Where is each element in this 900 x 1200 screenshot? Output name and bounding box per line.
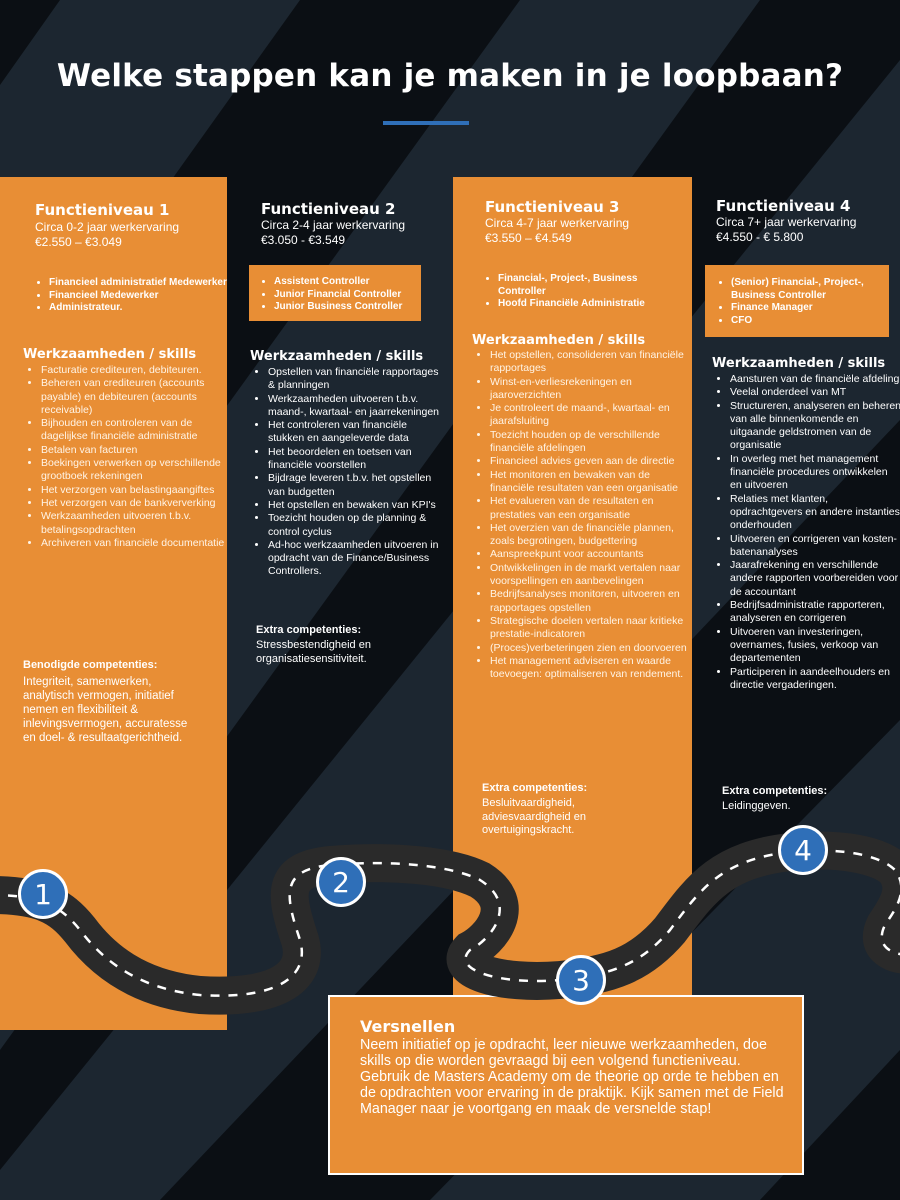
step-marker-1: 1 (18, 869, 68, 919)
list-item: Archiveren van financiële documentatie (41, 537, 231, 550)
level-1-skills-heading: Werkzaamheden / skills (23, 347, 197, 362)
list-item: CFO (731, 315, 900, 328)
list-item: Finance Manager (731, 302, 900, 315)
list-item: Ad-hoc werkzaamheden uitvoeren in opdrac… (268, 539, 440, 579)
level-4-skills: Aansturen van de financiële afdeling Vee… (712, 373, 900, 692)
title-underline (383, 121, 469, 125)
level-2-extra-text: Stressbestendigheid en organisatiesensit… (256, 639, 371, 665)
list-item: Opstellen van financiële rapportages & p… (268, 366, 440, 393)
list-item: Betalen van facturen (41, 444, 231, 457)
list-item: Toezicht houden op de verschillende fina… (490, 429, 690, 456)
level-1-extra-heading: Benodigde competenties: (23, 659, 158, 671)
list-item: Financieel administratief Medewerker (49, 277, 234, 290)
list-item: Assistent Controller (274, 276, 444, 289)
list-item: Financieel Medewerker (49, 290, 234, 303)
list-item: Het evalueren van de resultaten en prest… (490, 495, 690, 522)
list-item: Toezicht houden op de planning & control… (268, 512, 440, 539)
list-item: Boekingen verwerken op verschillende gro… (41, 457, 231, 484)
list-item: Aanspreekpunt voor accountants (490, 548, 690, 561)
level-3-skills: Het opstellen, consolideren van financië… (472, 349, 690, 681)
level-3-title: Functieniveau 3 (485, 198, 620, 216)
level-3-skills-heading: Werkzaamheden / skills (472, 333, 646, 348)
step-marker-4: 4 (778, 825, 828, 875)
list-item: (Proces)verbeteringen zien en doorvoeren (490, 642, 690, 655)
level-4-extra-heading: Extra competenties: (722, 785, 828, 797)
versnellen-box (328, 995, 804, 1175)
level-3-extra-heading: Extra competenties: (482, 782, 588, 794)
list-item: Bedrijfsanalyses monitoren, uitvoeren en… (490, 588, 690, 615)
level-3-extra-text: Besluitvaardigheid, adviesvaardigheid en… (482, 797, 586, 836)
list-item: Het overzien van de financiële plannen, … (490, 522, 690, 549)
list-item: Administrateur. (49, 302, 234, 315)
level-4-roles: (Senior) Financial-, Project-, Business … (709, 277, 900, 327)
list-item: Aansturen van de financiële afdeling (730, 373, 900, 386)
level-2-extra-heading: Extra competenties: (256, 624, 362, 636)
list-item: Beheren van crediteuren (accounts payabl… (41, 377, 231, 417)
list-item: Veelal onderdeel van MT (730, 386, 900, 399)
list-item: In overleg met het management financiële… (730, 453, 900, 493)
list-item: Uitvoeren van investeringen, overnames, … (730, 626, 900, 666)
list-item: Het opstellen, consolideren van financië… (490, 349, 690, 376)
list-item: Het monitoren en bewaken van de financië… (490, 469, 690, 496)
level-3-experience: Circa 4-7 jaar werkervaring (485, 216, 630, 230)
list-item: Structureren, analyseren en beheren van … (730, 400, 900, 453)
versnellen-text: Neem initiatief op je opdracht, leer nie… (360, 1037, 784, 1117)
list-item: Junior Financial Controller (274, 289, 444, 302)
list-item: Financieel advies geven aan de directie (490, 455, 690, 468)
level-2-experience: Circa 2-4 jaar werkervaring (261, 218, 406, 232)
list-item: Bedrijfsadministratie rapporteren, analy… (730, 599, 900, 626)
list-item: Facturatie crediteuren, debiteuren. (41, 364, 231, 377)
level-1-salary: €2.550 – €3.049 (35, 235, 122, 249)
list-item: Het beoordelen en toetsen van financiële… (268, 446, 440, 473)
level-2-salary: €3.050 - €3.549 (261, 233, 346, 247)
list-item: Hoofd Financiële Administratie (498, 298, 688, 311)
list-item: Het management adviseren en waarde toevo… (490, 655, 690, 682)
list-item: Bijdrage leveren t.b.v. het opstellen va… (268, 472, 440, 499)
level-1-extra-text: Integriteit, samenwerken, analytisch ver… (23, 676, 188, 744)
list-item: Bijhouden en controleren van de dagelijk… (41, 417, 231, 444)
level-3-roles: Financial-, Project-, Business Controlle… (476, 273, 688, 311)
list-item: Strategische doelen vertalen naar kritie… (490, 615, 690, 642)
list-item: Het verzorgen van belastingaangiftes (41, 484, 231, 497)
step-marker-3: 3 (556, 955, 606, 1005)
level-4-salary: €4.550 - € 5.800 (716, 230, 804, 244)
level-3-salary: €3.550 – €4.549 (485, 231, 572, 245)
list-item: Junior Business Controller (274, 301, 444, 314)
level-4-skills-heading: Werkzaamheden / skills (712, 356, 886, 371)
list-item: Participeren in aandeelhouders en direct… (730, 666, 900, 693)
level-2-roles: Assistent Controller Junior Financial Co… (252, 276, 444, 314)
list-item: (Senior) Financial-, Project-, Business … (731, 277, 900, 302)
list-item: Financial-, Project-, Business Controlle… (498, 273, 688, 298)
list-item: Winst-en-verliesrekeningen en jaaroverzi… (490, 376, 690, 403)
list-item: Je controleert de maand-, kwartaal- en j… (490, 402, 690, 429)
list-item: Werkzaamheden uitvoeren t.b.v. betalings… (41, 510, 231, 537)
level-4-roles-box (705, 265, 889, 337)
level-1-title: Functieniveau 1 (35, 201, 170, 219)
list-item: Het verzorgen van de bankververking (41, 497, 231, 510)
level-1-roles: Financieel administratief Medewerker Fin… (27, 277, 234, 315)
page-title: Welke stappen kan je maken in je loopbaa… (56, 58, 844, 94)
list-item: Uitvoeren en corrigeren van kosten-baten… (730, 533, 900, 560)
list-item: Jaarafrekening en verschillende andere r… (730, 559, 900, 599)
list-item: Ontwikkelingen in de markt vertalen naar… (490, 562, 690, 589)
list-item: Het opstellen en bewaken van KPI's (268, 499, 440, 512)
level-4-title: Functieniveau 4 (716, 197, 851, 215)
level-4-extra-text: Leidinggeven. (722, 800, 791, 812)
level-1-skills: Facturatie crediteuren, debiteuren. Behe… (23, 364, 231, 550)
level-2-skills: Opstellen van financiële rapportages & p… (250, 366, 440, 579)
list-item: Werkzaamheden uitvoeren t.b.v. maand-, k… (268, 393, 440, 420)
list-item: Relaties met klanten, opdrachtgevers en … (730, 493, 900, 533)
level-2-roles-box (249, 265, 421, 321)
step-marker-2: 2 (316, 857, 366, 907)
list-item: Het controleren van financiële stukken e… (268, 419, 440, 446)
versnellen-title: Versnellen (360, 1017, 456, 1036)
level-1-experience: Circa 0-2 jaar werkervaring (35, 220, 180, 234)
level-4-experience: Circa 7+ jaar werkervaring (716, 215, 857, 229)
level-2-skills-heading: Werkzaamheden / skills (250, 349, 424, 364)
level-2-title: Functieniveau 2 (261, 200, 396, 218)
